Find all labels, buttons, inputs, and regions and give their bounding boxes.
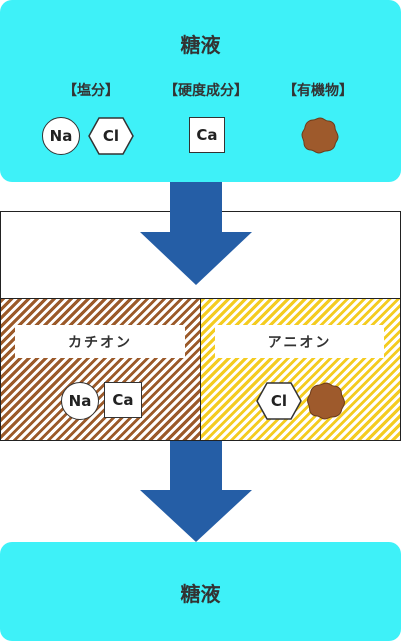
cation-label: カチオン	[15, 325, 185, 358]
chloride-ion-hexagon: Cl	[88, 117, 134, 155]
down-arrow-icon	[140, 441, 252, 542]
cation-resin-layer	[0, 298, 201, 441]
sodium-ion-circle: Na	[42, 117, 80, 155]
category-salt-label: 【塩分】	[63, 83, 119, 99]
category-hardness-label: 【硬度成分】	[164, 83, 248, 99]
output-title: 糖液	[180, 582, 221, 606]
category-organic-label: 【有機物】	[283, 83, 353, 99]
anion-chloride-ion-label: Cl	[270, 392, 288, 410]
input-title: 糖液	[180, 33, 221, 57]
anion-chloride-ion-hexagon: Cl	[256, 382, 302, 420]
calcium-ion-label: Ca	[196, 126, 218, 144]
sodium-ion-label: Na	[49, 127, 73, 145]
hexagon-ion-icon	[256, 382, 302, 420]
cation-sodium-ion-circle: Na	[61, 382, 99, 420]
cation-calcium-ion-square: Ca	[104, 382, 142, 418]
output-sugar-liquid-box	[0, 542, 401, 641]
cation-sodium-ion-label: Na	[68, 392, 92, 410]
hexagon-ion-icon	[88, 117, 134, 155]
down-arrow-icon	[140, 182, 252, 285]
anion-label: アニオン	[215, 325, 384, 358]
chloride-ion-label: Cl	[102, 127, 120, 145]
cation-calcium-ion-label: Ca	[112, 391, 134, 409]
organic-matter-icon	[301, 117, 339, 154]
organic-matter-icon	[307, 382, 345, 420]
calcium-ion-square: Ca	[189, 117, 225, 153]
